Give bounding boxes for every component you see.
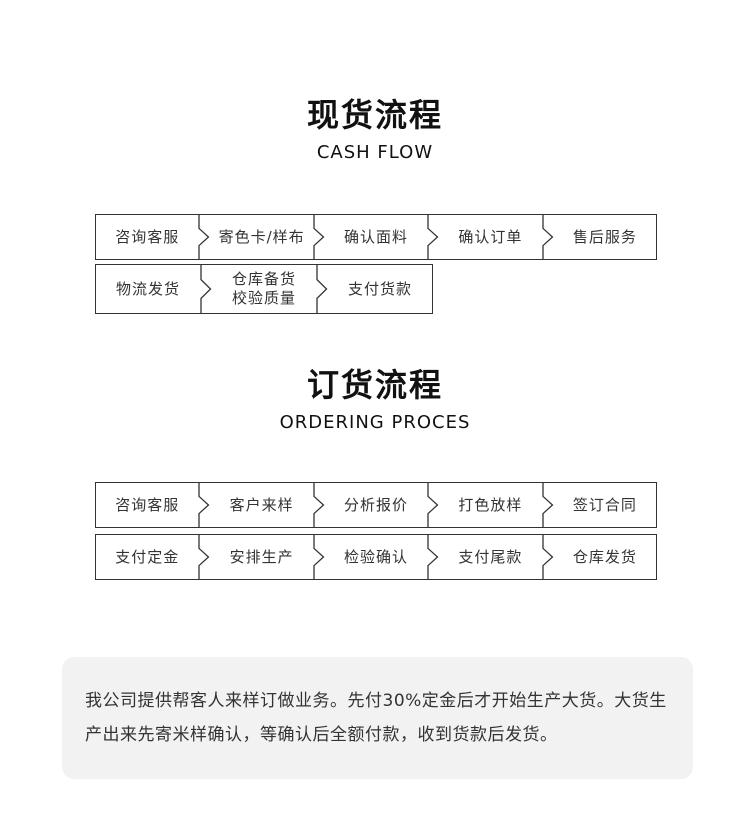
chevron-right-icon — [200, 265, 212, 313]
flow-step-cell: 寄色卡/样布 — [218, 227, 305, 246]
ordering-flow-section: 订货流程 ORDERING PROCES 咨询客服 客户来样 分析报价 打色放样 签订合… — [0, 366, 750, 580]
flow-step-cell: 咨询客服 — [115, 227, 180, 246]
cash-flow-subtitle: CASH FLOW — [316, 142, 434, 163]
chevron-right-icon — [427, 483, 439, 527]
ordering-flow-title: 订货流程 — [306, 366, 443, 404]
flow-step-cell: 确认订单 — [458, 227, 523, 246]
flow-step-cell: 售后服务 — [572, 227, 637, 246]
flow-step-cell: 签订合同 — [572, 495, 637, 514]
flow-row: 咨询客服 客户来样 分析报价 打色放样 签订合同 — [95, 482, 657, 528]
chevron-right-icon — [313, 535, 325, 579]
chevron-right-icon — [316, 265, 328, 313]
flow-step-cell: 仓库发货 — [572, 547, 637, 566]
cash-flow-section: 现货流程 CASH FLOW 咨询客服 寄色卡/样布 确认面料 确认订单 售后服务 物流… — [0, 0, 750, 314]
flow-step-cell: 物流发货 — [115, 279, 180, 298]
chevron-right-icon — [541, 215, 554, 259]
flow-step-cell: 客户来样 — [229, 495, 294, 514]
chevron-right-icon — [198, 483, 210, 527]
flow-step-cell: 支付定金 — [115, 547, 180, 566]
chevron-right-icon — [198, 535, 210, 579]
flow-step-cell: 支付尾款 — [458, 547, 523, 566]
flow-step-cell: 检验确认 — [344, 547, 409, 566]
cash-flow-title: 现货流程 — [306, 96, 443, 134]
flow-step-cell: 支付货款 — [347, 279, 412, 298]
flow-step-cell: 咨询客服 — [115, 495, 180, 514]
flow-step-cell: 确认面料 — [344, 227, 409, 246]
flow-step-cell: 安排生产 — [229, 547, 294, 566]
chevron-right-icon — [427, 215, 439, 259]
chevron-right-icon — [427, 535, 439, 579]
note-box: 我公司提供帮客人来样订做业务。先付30%定金后才开始生产大货。大货生产出来先寄米… — [62, 657, 693, 779]
chevron-right-icon — [313, 215, 325, 259]
chevron-right-icon — [541, 483, 554, 527]
flow-row: 咨询客服 寄色卡/样布 确认面料 确认订单 售后服务 — [95, 214, 657, 260]
flow-step-cell: 分析报价 — [344, 495, 409, 514]
chevron-right-icon — [541, 535, 554, 579]
ordering-flow-subtitle: ORDERING PROCES — [279, 412, 471, 433]
flow-row: 物流发货 仓库备货 校验质量 支付货款 — [95, 264, 433, 314]
note-text: 我公司提供帮客人来样订做业务。先付30%定金后才开始生产大货。大货生产出来先寄米… — [85, 691, 667, 745]
chevron-right-icon — [198, 215, 210, 259]
flow-step-cell: 仓库备货 校验质量 — [231, 270, 296, 307]
flow-row: 支付定金 安排生产 检验确认 支付尾款 仓库发货 — [95, 534, 657, 580]
flow-step-cell: 打色放样 — [458, 495, 523, 514]
chevron-right-icon — [313, 483, 325, 527]
